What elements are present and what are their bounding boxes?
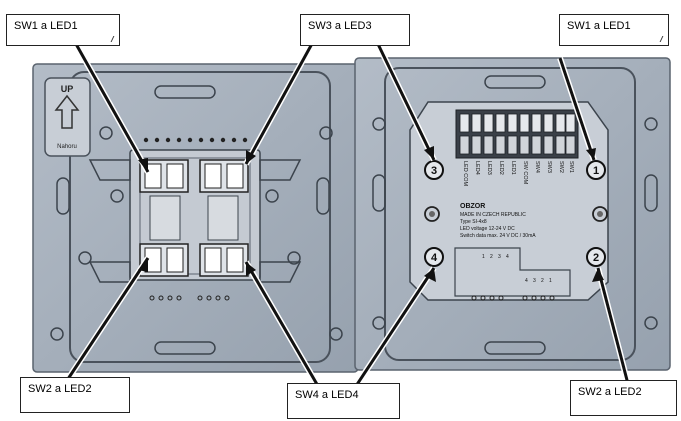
conn-num: 2 — [490, 254, 493, 260]
terminal-label-sw4: SW4 — [534, 161, 540, 173]
terminal-label-sw1: SW1 — [568, 161, 574, 173]
bottom-dots — [149, 295, 230, 301]
mounting-slot — [154, 85, 216, 99]
svg-text:3: 3 — [431, 165, 437, 177]
terminal-marker-4: 4 — [424, 247, 444, 267]
mounting-slot — [154, 341, 216, 355]
conn-num: 2 — [541, 278, 544, 284]
up-label: UP — [61, 84, 74, 94]
conn-num: 3 — [498, 254, 501, 260]
front-plate: UP Nahoru — [32, 63, 359, 373]
callout-label: SW2 a LED2 — [578, 386, 642, 398]
type-label: Type SI-4x8 — [460, 219, 487, 225]
terminal-label-sw3: SW3 — [546, 161, 552, 173]
screw-hole — [319, 126, 333, 140]
terminal-marker-2: 2 — [586, 247, 606, 267]
callout-sw2-led2-front: SW2 a LED2 — [20, 377, 130, 413]
switch-sw3 — [199, 159, 249, 193]
screw-hole — [50, 327, 64, 341]
svg-text:2: 2 — [593, 252, 599, 264]
callout-sw3-led3: SW3 a LED3 — [300, 14, 410, 46]
switch-rating-label: Switch data max. 24 V DC / 30mA — [460, 233, 536, 239]
conn-num: 1 — [549, 278, 552, 284]
svg-text:1: 1 — [593, 165, 599, 177]
terminal-marker-3: 3 — [424, 160, 444, 180]
callout-label: SW2 a LED2 — [28, 383, 92, 395]
up-arrow-tab: UP Nahoru — [44, 77, 91, 157]
up-arrow-icon — [54, 94, 80, 129]
terminal-marker-1: 1 — [586, 160, 606, 180]
mounting-slot — [316, 177, 330, 215]
screw-hole — [329, 327, 343, 341]
screw-hole — [265, 189, 279, 203]
callout-label: SW4 a LED4 — [295, 389, 359, 401]
callout-label: SW1 a LED1 — [14, 20, 78, 32]
made-in-label: MADE IN CZECH REPUBLIC — [460, 212, 526, 218]
callout-sw4-led4: SW4 a LED4 — [287, 383, 400, 419]
callout-sw2-led2-rear: SW2 a LED2 — [570, 380, 677, 416]
callout-arrows — [63, 18, 631, 388]
mounting-slot — [56, 177, 70, 215]
screw-hole — [287, 251, 301, 265]
arrow-heads — [138, 146, 604, 282]
screw-hole — [99, 126, 113, 140]
callout-label: SW3 a LED3 — [308, 20, 372, 32]
led-voltage-label: LED voltage 12-24 V DC — [460, 226, 515, 232]
terminal-label-led4: LED4 — [474, 161, 480, 175]
nahoru-label: Nahoru — [57, 144, 77, 150]
conn-num: 3 — [533, 278, 536, 284]
terminal-label-led2: LED2 — [498, 161, 504, 175]
terminal-label-row: LED COM LED4 LED3 LED2 LED1 SW COM SW4 S… — [462, 161, 574, 186]
terminal-label-led-com: LED COM — [462, 161, 468, 186]
rear-plate: LED COM LED4 LED3 LED2 LED1 SW COM SW4 S… — [354, 57, 671, 371]
screw-hole — [78, 251, 92, 265]
tick-mark — [656, 36, 664, 42]
terminal-label-sw2: SW2 — [558, 161, 564, 173]
terminal-label-sw-com: SW COM — [522, 161, 528, 185]
tick-mark — [107, 36, 115, 42]
conn-num: 4 — [525, 278, 528, 284]
switch-sw4 — [199, 243, 249, 277]
led-dot-row — [143, 137, 248, 143]
screw-hole — [110, 189, 124, 203]
callout-sw1-led1-rear: SW1 a LED1 — [559, 14, 669, 46]
callout-label: SW1 a LED1 — [567, 20, 631, 32]
conn-num: 4 — [506, 254, 509, 260]
svg-text:4: 4 — [431, 252, 438, 264]
terminal-label-led3: LED3 — [486, 161, 492, 175]
conn-num: 1 — [482, 254, 485, 260]
product-label-block: OBZOR MADE IN CZECH REPUBLIC Type SI-4x8… — [460, 203, 536, 239]
terminal-label-led1: LED1 — [510, 161, 516, 175]
callout-sw1-led1-front: SW1 a LED1 — [6, 14, 120, 46]
brand-label: OBZOR — [460, 203, 485, 210]
